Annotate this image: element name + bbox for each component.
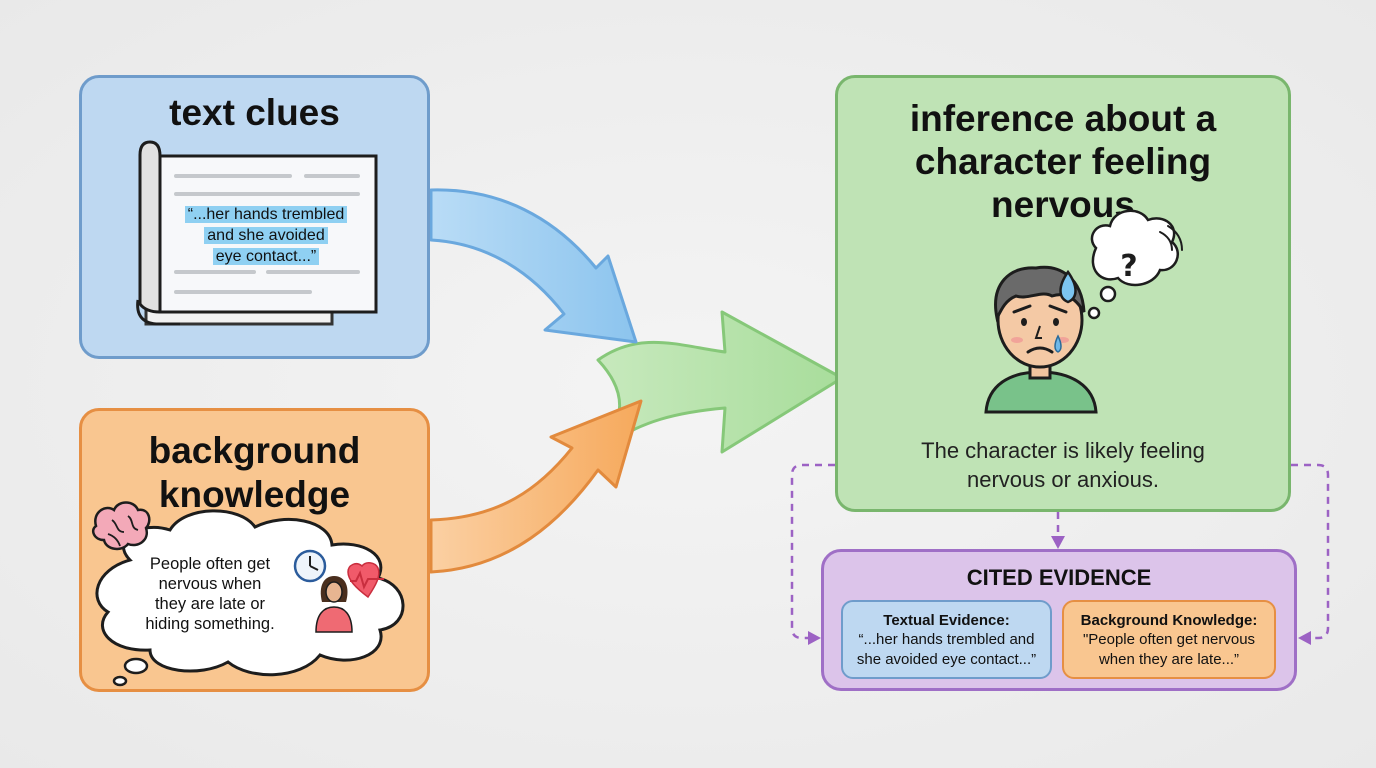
thought-line-4: hiding something. bbox=[145, 615, 275, 633]
background-evidence-card: Background Knowledge: "People often get … bbox=[1062, 600, 1276, 679]
bg-title-line-2: knowledge bbox=[158, 474, 351, 515]
cited-evidence-title: CITED EVIDENCE bbox=[966, 565, 1152, 590]
highlighted-quote: “...her hands trembled and she avoided e… bbox=[171, 204, 361, 267]
background-evidence-line-2: when they are late...” bbox=[1098, 651, 1240, 668]
textual-evidence-line-2: she avoided eye contact...” bbox=[856, 651, 1037, 668]
background-knowledge-box: background knowledge bbox=[79, 408, 430, 692]
down-connector-arrowhead bbox=[1051, 536, 1065, 549]
quote-line-3: eye contact...” bbox=[212, 248, 320, 265]
background-evidence-line-1: "People often get nervous bbox=[1082, 631, 1256, 648]
inference-line-2: nervous or anxious. bbox=[967, 467, 1159, 492]
thought-bubble-text: People often get nervous when they are l… bbox=[140, 554, 280, 634]
inference-line-1: The character is likely feeling bbox=[921, 438, 1205, 463]
textual-evidence-line-1: “...her hands trembled and bbox=[858, 631, 1035, 648]
inference-conclusion: The character is likely feeling nervous … bbox=[838, 436, 1288, 494]
inference-title-line-1: inference about a bbox=[909, 98, 1217, 139]
inference-title-line-2: character feeling bbox=[914, 141, 1212, 182]
background-evidence-title: Background Knowledge: bbox=[1080, 612, 1258, 629]
inference-title-line-3: nervous bbox=[991, 184, 1135, 225]
bg-title-line-1: background bbox=[148, 430, 361, 471]
inference-title: inference about a character feeling nerv… bbox=[838, 97, 1288, 226]
evidence-connectors bbox=[790, 463, 1330, 640]
background-knowledge-title: background knowledge bbox=[82, 429, 427, 517]
quote-line-1: “...her hands trembled bbox=[184, 206, 348, 223]
inference-box: inference about a character feeling nerv… bbox=[835, 75, 1291, 512]
left-connector-arrowhead bbox=[808, 631, 821, 645]
text-clues-title: text clues bbox=[169, 92, 340, 133]
textual-evidence-card: Textual Evidence: “...her hands trembled… bbox=[841, 600, 1052, 679]
background-arrow bbox=[429, 399, 643, 574]
quote-line-2: and she avoided bbox=[204, 227, 328, 244]
thought-line-3: they are late or bbox=[154, 595, 266, 613]
right-connector-arrowhead bbox=[1298, 631, 1311, 645]
textual-evidence-title: Textual Evidence: bbox=[883, 612, 1010, 629]
text-clues-arrow bbox=[429, 188, 638, 344]
thought-line-2: nervous when bbox=[158, 575, 262, 593]
thought-line-1: People often get bbox=[149, 555, 271, 573]
